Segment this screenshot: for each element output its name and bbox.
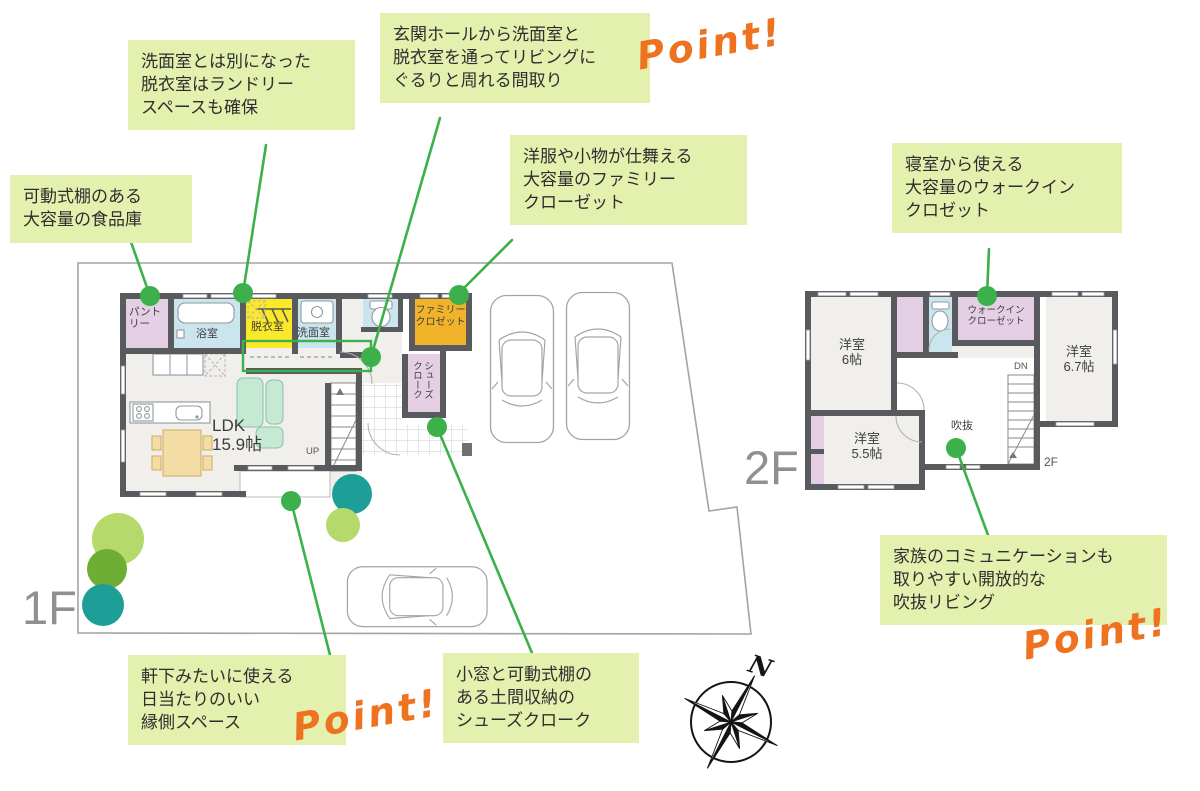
room-label-family-closet: ファミリー クロゼット <box>413 305 468 328</box>
room-label-void: 吹抜 <box>951 420 973 432</box>
room-label-line: クロゼット <box>415 316 466 328</box>
callout-line: 取りやすい開放的な <box>893 569 1046 589</box>
room-label-line: LDK <box>212 416 246 435</box>
room-label-ldk: LDK 15.9帖 <box>212 416 263 454</box>
floorplan-2f <box>805 291 1118 490</box>
room-label-bed67: 洋室 6.7帖 <box>1048 344 1110 375</box>
room-label-line: 洋室 <box>853 431 880 446</box>
stairs-dn-label: DN <box>1014 361 1028 372</box>
tree-icons <box>82 474 372 626</box>
site-boundary <box>77 262 752 635</box>
room-fills-2f <box>811 297 1034 484</box>
callout-line: 脱衣室はランドリー <box>141 74 294 94</box>
floor-label-2f: 2F <box>744 441 799 494</box>
room-label-bath: 浴室 <box>196 328 218 340</box>
callout-line: 日当たりのいい <box>141 689 260 709</box>
callout-circulation: 玄関ホールから洗面室と 脱衣室を通ってリビングに ぐるりと周れる間取り <box>380 13 650 104</box>
room-label-line: ウォークイン <box>967 305 1025 316</box>
callout-line: 洋服や小物が仕舞える <box>523 147 693 166</box>
room-label-line: 洋室 <box>838 337 865 352</box>
callout-line: 大容量の食品庫 <box>23 209 142 229</box>
compass-icon <box>684 675 778 769</box>
callout-line: 家族のコミュニケーションも <box>893 547 1114 566</box>
entry-tiles <box>356 383 472 456</box>
door-arcs-2f <box>895 328 951 443</box>
callout-line: 大容量のファミリー <box>523 169 676 189</box>
room-label-line: 6帖 <box>841 351 863 367</box>
callout-line: 可動式棚のある <box>23 187 142 206</box>
callout-family-closet: 洋服や小物が仕舞える 大容量のファミリー クローゼット <box>510 135 747 226</box>
callout-line: 縁側スペース <box>141 712 241 732</box>
room-label-line: 5.5帖 <box>851 445 883 461</box>
callout-laundry: 洗面室とは別になった 脱衣室はランドリー スペースも確保 <box>128 40 355 131</box>
callout-line: ぐるりと周れる間取り <box>393 70 563 90</box>
windows-2f <box>805 291 1118 490</box>
callout-line: 吹抜リビング <box>893 592 995 612</box>
floor-label-1f: 1F <box>22 581 77 634</box>
room-label-line: クローゼット <box>967 315 1025 327</box>
stairs-2f-tag: 2F <box>1044 455 1059 469</box>
fixtures-1f <box>129 300 393 477</box>
callout-wic: 寝室から使える 大容量のウォークイン クロゼット <box>892 143 1122 234</box>
room-label-line: 15.9帖 <box>212 434 263 454</box>
callout-shoes: 小窓と可動式棚の ある土間収納の シューズクローク <box>443 653 639 744</box>
room-label-line: 洋室 <box>1065 344 1092 359</box>
room-label-pantry: パントリー <box>129 306 162 331</box>
callout-line: 小窓と可動式棚の <box>456 665 592 684</box>
callout-line: ある土間収納の <box>456 687 575 707</box>
callout-line: 大容量のウォークイン <box>905 177 1075 197</box>
callout-line: シューズクローク <box>456 710 592 730</box>
room-label-washroom: 洗面室 <box>297 327 330 339</box>
room-label-line: 6.7帖 <box>1063 358 1095 374</box>
callout-line: 軒下みたいに使える <box>141 667 294 686</box>
callout-line: クロゼット <box>905 200 990 220</box>
room-label-dressing: 脱衣室 <box>251 321 284 333</box>
room-label-bed55: 洋室 5.5帖 <box>834 431 900 462</box>
callout-connectors <box>129 116 997 657</box>
stairs-up-label: UP <box>306 446 320 457</box>
callout-line: 寝室から使える <box>905 155 1024 174</box>
callout-engawa: 軒下みたいに使える 日当たりのいい 縁側スペース <box>128 655 346 746</box>
callout-line: 洗面室とは別になった <box>141 52 311 71</box>
callout-line: 脱衣室を通ってリビングに <box>393 47 597 67</box>
room-label-bed6: 洋室 6帖 <box>822 337 882 368</box>
room-label-shoes-cloak: シューズクローク <box>411 361 433 399</box>
callout-line: 玄関ホールから洗面室と <box>393 25 580 44</box>
room-label-wic: ウォークイン クローゼット <box>958 305 1034 328</box>
callout-pantry: 可動式棚のある 大容量の食品庫 <box>10 175 192 243</box>
callout-void-living: 家族のコミュニケーションも 取りやすい開放的な 吹抜リビング <box>880 535 1167 626</box>
floorplan-1f <box>120 293 472 498</box>
callout-line: クローゼット <box>523 192 625 212</box>
fixtures-2f <box>931 301 1035 465</box>
room-label-line: ファミリー <box>415 305 466 316</box>
callout-line: スペースも確保 <box>141 97 258 117</box>
